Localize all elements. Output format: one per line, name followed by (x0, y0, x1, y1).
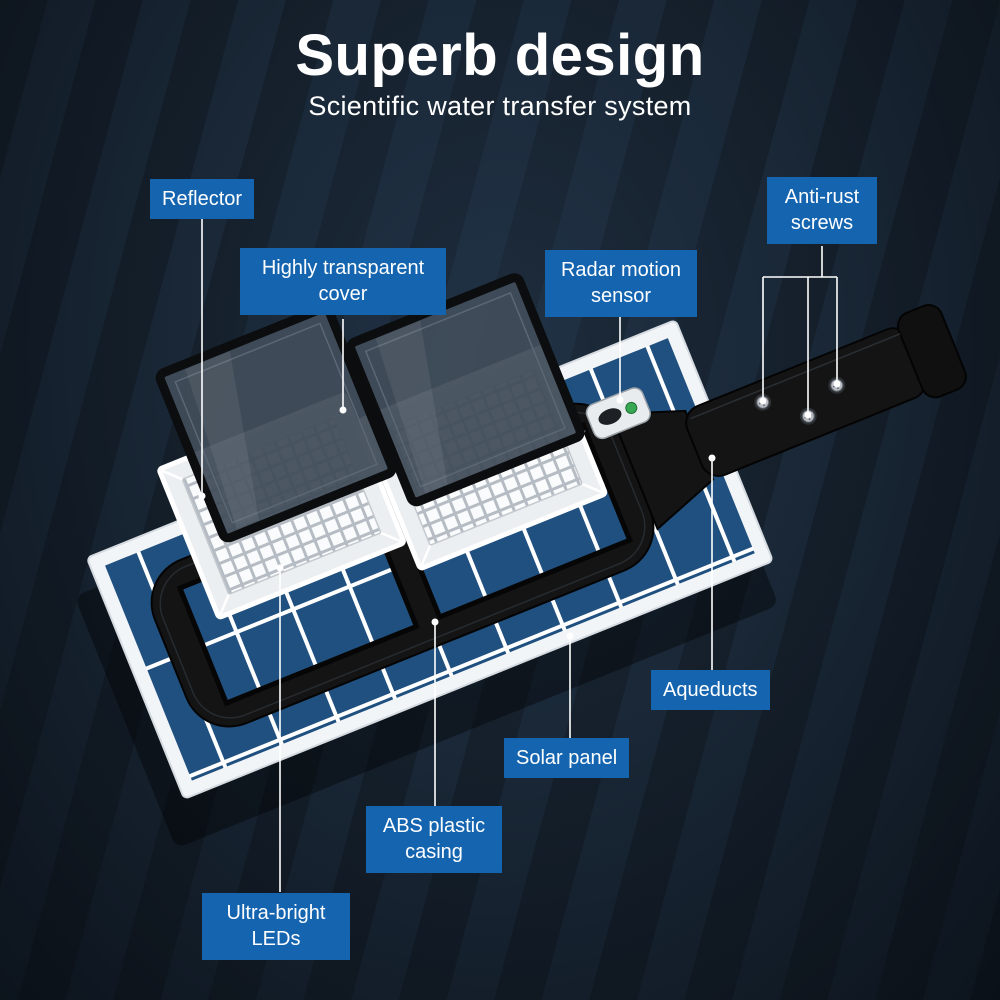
callout-solar-panel: Solar panel (504, 738, 630, 779)
callout-abs-casing-label: ABS plastic casing (382, 815, 486, 864)
callout-transparent-cover-label: Highly transparent cover (261, 257, 425, 306)
callout-reflector: Reflector (150, 179, 255, 220)
callout-solar-panel-label: Solar panel (516, 747, 618, 769)
callout-radar-sensor: Radar motion sensor (545, 250, 697, 317)
callout-reflector-label: Reflector (162, 188, 243, 210)
callout-transparent-cover: Highly transparent cover (240, 248, 446, 315)
transparent-cover-left (155, 303, 397, 543)
callout-radar-sensor-label: Radar motion sensor (560, 259, 682, 308)
leader-ultra-bright-leds (276, 564, 284, 892)
page-subtitle: Scientific water transfer system (308, 90, 692, 121)
callout-aqueducts: Aqueducts (651, 670, 770, 711)
leader-abs-casing (431, 618, 439, 806)
callout-ultra-bright-leds-label: Ultra-bright LEDs (226, 902, 326, 951)
header: Superb design Scientific water transfer … (0, 23, 1000, 122)
leader-reflector (198, 216, 206, 500)
callout-anti-rust-screws: Anti-rust screws (767, 177, 877, 244)
callout-anti-rust-screws-label: Anti-rust screws (784, 186, 860, 235)
leader-radar-sensor (616, 317, 624, 404)
callout-abs-casing: ABS plastic casing (366, 806, 502, 873)
radar-motion-sensor (585, 387, 651, 440)
leader-solar-panel (566, 632, 574, 738)
leader-transparent-cover (339, 319, 347, 414)
callout-aqueducts-label: Aqueducts (663, 679, 758, 701)
leader-anti-rust-screws (759, 246, 841, 419)
sensor-indicator-led (625, 401, 638, 414)
mounting-neck (609, 304, 967, 531)
leader-aqueducts (708, 454, 716, 670)
callout-ultra-bright-leds: Ultra-bright LEDs (202, 893, 350, 960)
page-title: Superb design (295, 23, 705, 88)
